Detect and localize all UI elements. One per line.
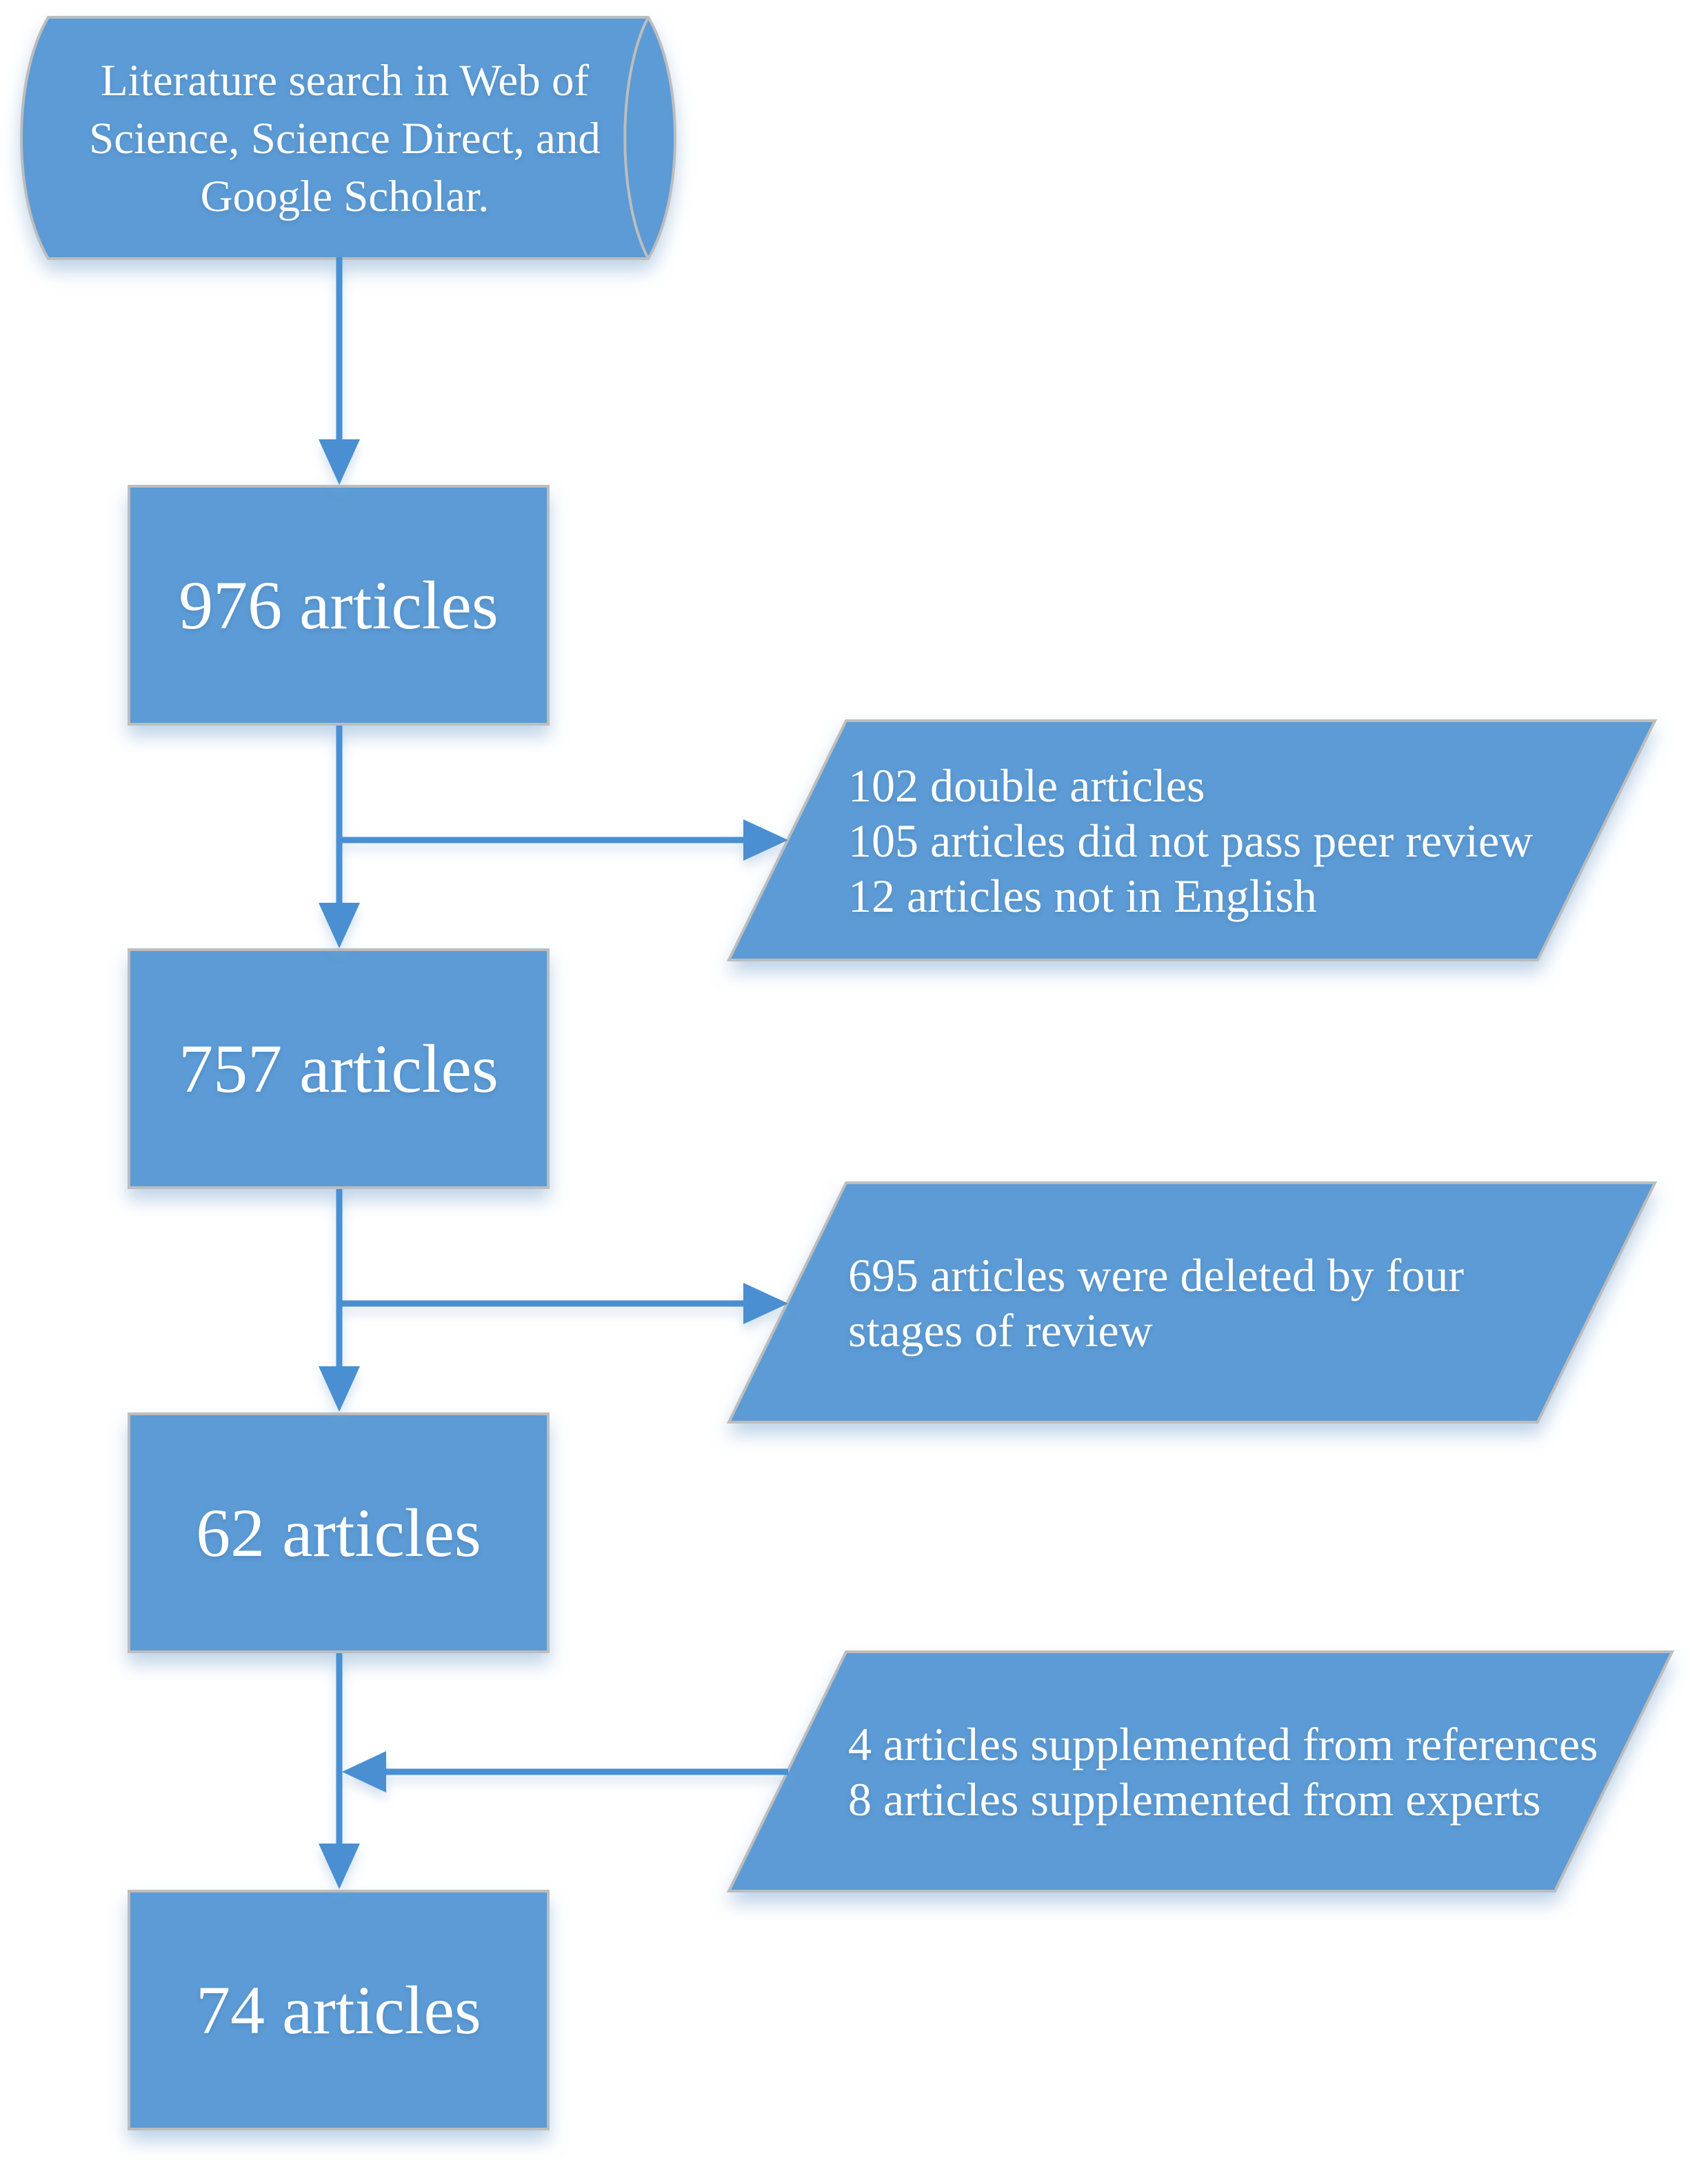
note-line: 102 double articles bbox=[848, 759, 1205, 812]
arrow-supplemented-to-flow bbox=[342, 1751, 788, 1792]
stage-74-label: 74 articles bbox=[129, 1891, 548, 2129]
excluded-2-label: 695 articles were deleted by four stages… bbox=[848, 1183, 1634, 1422]
source-line: Google Scholar. bbox=[200, 171, 490, 221]
cylinder-cap-line bbox=[623, 17, 650, 259]
stage-757-box bbox=[128, 948, 550, 1189]
stage-label: 976 articles bbox=[179, 566, 499, 643]
supplemented-parallelogram bbox=[726, 1650, 1675, 1893]
note-line: stages of review bbox=[848, 1304, 1153, 1357]
excluded-1-parallelogram bbox=[726, 719, 1658, 961]
excluded-2-parallelogram bbox=[726, 1181, 1658, 1424]
arrow-976-to-757 bbox=[319, 726, 360, 948]
note-line: 105 articles did not pass peer review bbox=[848, 814, 1534, 867]
supplemented-label: 4 articles supplemented from references … bbox=[848, 1652, 1662, 1891]
stage-label: 74 articles bbox=[196, 1971, 481, 2048]
stage-976-label: 976 articles bbox=[129, 486, 548, 724]
excluded-1-label: 102 double articles 105 articles did not… bbox=[848, 721, 1634, 960]
stage-74-box bbox=[128, 1890, 550, 2130]
note-line: 4 articles supplemented from references bbox=[848, 1717, 1598, 1770]
arrow-branch-to-excluded-2 bbox=[339, 1283, 788, 1324]
source-line: Science, Science Direct, and bbox=[89, 113, 601, 163]
arrow-757-to-62 bbox=[319, 1189, 360, 1412]
note-line: 695 articles were deleted by four bbox=[848, 1248, 1465, 1301]
note-line: 8 articles supplemented from experts bbox=[848, 1772, 1541, 1826]
source-cylinder bbox=[20, 16, 676, 260]
source-node-label: Literature search in Web of Science, Sci… bbox=[41, 19, 648, 257]
stage-label: 757 articles bbox=[179, 1030, 499, 1107]
source-line: Literature search in Web of bbox=[100, 55, 590, 106]
stage-62-box bbox=[128, 1412, 550, 1653]
arrow-branch-to-excluded-1 bbox=[339, 819, 788, 861]
arrow-source-to-976 bbox=[319, 257, 360, 485]
stage-757-label: 757 articles bbox=[129, 950, 548, 1188]
stage-label: 62 articles bbox=[196, 1494, 481, 1571]
note-line: 12 articles not in English bbox=[848, 869, 1317, 922]
stage-62-label: 62 articles bbox=[129, 1414, 548, 1652]
arrow-62-to-74 bbox=[319, 1653, 360, 1889]
stage-976-box bbox=[128, 485, 550, 726]
